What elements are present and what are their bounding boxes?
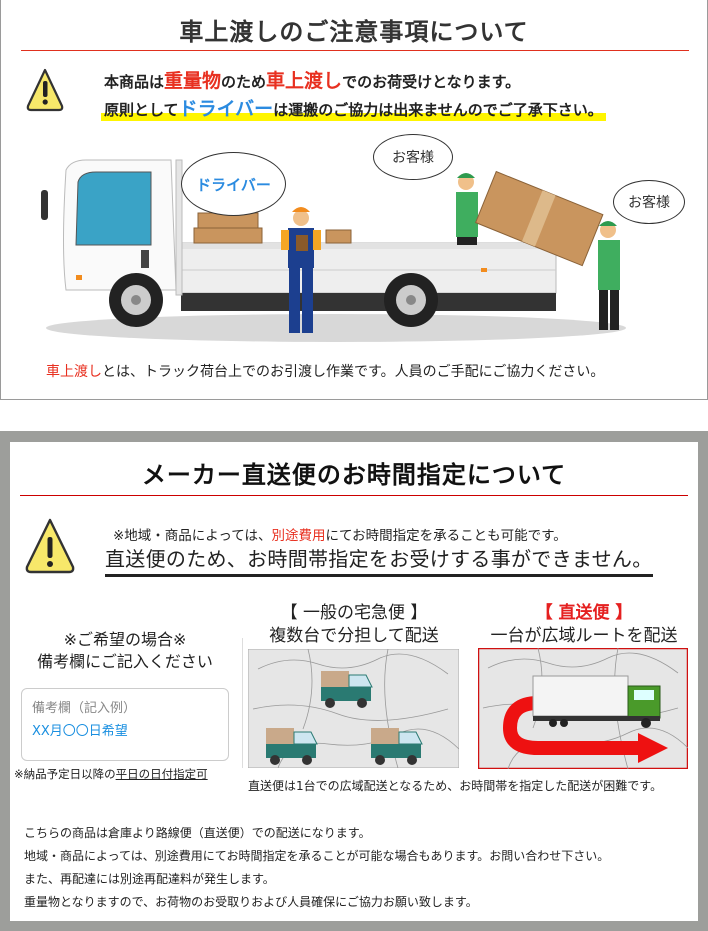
info-paragraph-1: こちらの商品は倉庫より路線便（直送便）での配送になります。: [24, 826, 371, 840]
general-delivery-desc: 複数台で分担して配送: [269, 626, 439, 646]
extra-fee-emphasis: 別途費用: [271, 528, 326, 544]
text: ※地域・商品によっては、: [113, 528, 272, 544]
van-icon: [371, 728, 423, 765]
direct-shipping-frame: メーカー直送便のお時間指定について ※地域・商品によっては、別途費用にてお時間指…: [0, 431, 708, 931]
info-paragraph-4: 重量物となりますので、お荷物のお受取りおよび人員確保にご協力お願い致します。: [24, 895, 478, 909]
memo-value: XX月〇〇日希望: [32, 724, 128, 739]
customer-speech-bubble-2: お客様: [613, 180, 685, 224]
column-divider: [242, 638, 243, 768]
section1-title: 車上渡しのご注意事項について: [179, 18, 529, 46]
text: 本商品は: [104, 73, 165, 91]
direct-delivery-title: 【 直送便 】: [535, 603, 633, 623]
memo-label: 備考欄（記入例）: [32, 701, 137, 716]
van-icon: [321, 671, 373, 708]
title-divider: [21, 50, 689, 51]
text: 原則として: [104, 101, 179, 119]
caption-emphasis: 車上渡し: [46, 364, 102, 380]
time-option-note: ※地域・商品によっては、別途費用にてお時間指定を承ることも可能です。: [113, 524, 567, 544]
direct-delivery-caption: 直送便は1台での広域配送となるため、お時間帯を指定した配送が困難です。: [248, 779, 663, 793]
direct-shipping-notice: メーカー直送便のお時間指定について ※地域・商品によっては、別途費用にてお時間指…: [10, 442, 698, 921]
notice-line-2: 原則としてドライバーは運搬のご協力は出来ませんのでご了承下さい。: [101, 94, 606, 121]
van-icon: [266, 728, 318, 765]
direct-delivery-desc: 一台が広域ルートを配送: [490, 626, 678, 646]
bubble-text: お客様: [392, 150, 434, 166]
general-delivery-title: 【 一般の宅急便 】: [280, 603, 428, 623]
direct-delivery-map: [478, 648, 688, 769]
no-time-slot-notice: 直送便のため、お時間帯指定をお受けする事ができません。: [105, 543, 653, 577]
text: のため: [221, 73, 267, 91]
text: でのお荷受けとなります。: [342, 73, 521, 91]
truck-delivery-notice: 車上渡しのご注意事項について 本商品は重量物のため車上渡しでのお荷受けとなります…: [0, 0, 708, 400]
driver-emphasis: ドライバー: [178, 98, 274, 120]
caption-text: とは、トラック荷台上でのお引渡し作業です。人員のご手配にご協力ください。: [102, 364, 605, 380]
text: にてお時間指定を承ることも可能です。: [325, 528, 567, 544]
curbside-emphasis: 車上渡し: [266, 70, 343, 92]
bubble-text: お客様: [628, 195, 670, 211]
bubble-text: ドライバー: [196, 175, 271, 194]
memo-example-box: 備考欄（記入例） XX月〇〇日希望: [21, 688, 229, 761]
truck-illustration: [41, 159, 626, 342]
general-delivery-map: [248, 649, 459, 768]
info-paragraph-3: また、再配達には別途再配達料が発生します。: [24, 872, 275, 886]
customer-speech-bubble-1: お客様: [373, 134, 453, 180]
warning-icon: [26, 68, 64, 112]
text: は運搬のご協力は出来ませんのでご了承下さい。: [273, 101, 603, 119]
request-heading-2: 備考欄にご記入ください: [37, 652, 213, 671]
title-divider: [20, 495, 688, 496]
curbside-caption: 車上渡しとは、トラック荷台上でのお引渡し作業です。人員のご手配にご協力ください。: [46, 361, 604, 381]
section2-title: メーカー直送便のお時間指定について: [141, 461, 567, 489]
request-heading-1: ※ご希望の場合※: [63, 630, 187, 649]
info-paragraph-2: 地域・商品によっては、別途費用にてお時間指定を承ることが可能な場合もあります。お…: [24, 849, 610, 863]
weekday-only-underlined: 平日の日付指定可: [115, 767, 208, 781]
driver-speech-bubble: ドライバー: [181, 152, 286, 216]
warning-icon: [25, 518, 75, 574]
text: ※納品予定日以降の: [14, 767, 116, 781]
notice-line-1: 本商品は重量物のため車上渡しでのお荷受けとなります。: [104, 66, 520, 93]
heavy-item-emphasis: 重量物: [164, 70, 222, 92]
memo-footnote: ※納品予定日以降の平日の日付指定可: [14, 766, 208, 782]
large-truck-icon: [532, 675, 661, 728]
